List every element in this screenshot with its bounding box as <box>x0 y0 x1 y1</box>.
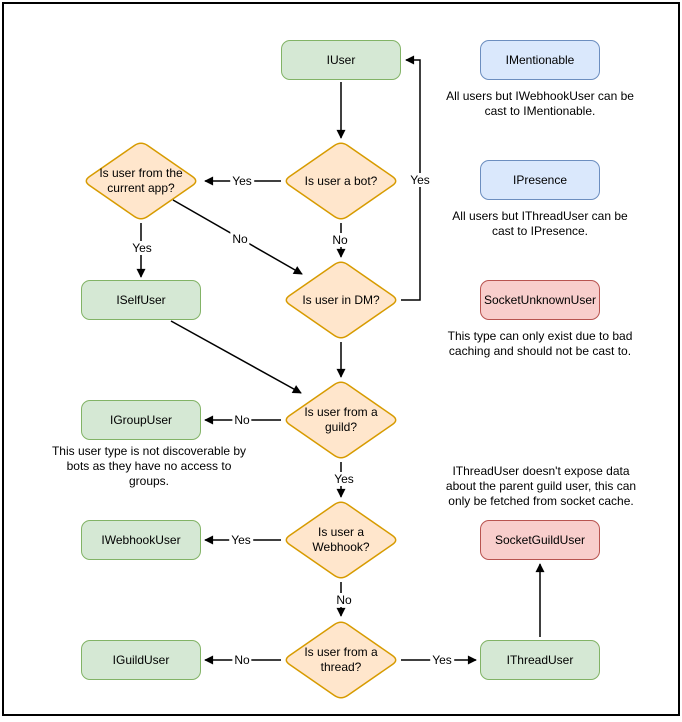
edge-label-guild-to-groupuser: No <box>232 413 252 427</box>
node-imentionable: IMentionable <box>480 40 600 80</box>
edge-label-webhook-to-webhookuser: Yes <box>229 533 253 547</box>
decision-webhook-shape <box>285 501 397 579</box>
edge-label-current-app-to-selfuser: Yes <box>130 241 154 255</box>
node-socketunknownuser: SocketUnknownUser <box>480 280 600 320</box>
node-iguilduser: IGuildUser <box>81 640 201 680</box>
edge-label-thread-to-guilduser: No <box>232 653 252 667</box>
caption-imentionable: All users but IWebhookUser can be cast t… <box>446 89 634 118</box>
decision-bot-label: Is user a bot? <box>304 173 378 188</box>
decision-current-app-label: Is user from the current app? <box>99 166 183 195</box>
decision-current-app-shape <box>85 142 197 220</box>
caption-igroupuser: This user type is not discoverable by bo… <box>51 444 247 488</box>
caption-ithreaduser: IThreadUser doesn't expose data about th… <box>445 464 637 508</box>
decision-guild-label: Is user from a guild? <box>304 405 378 434</box>
edge-label-bot-to-current-app: Yes <box>230 174 254 188</box>
decision-guild-shape <box>285 381 397 459</box>
decision-dm-label: Is user in DM? <box>302 292 380 307</box>
decision-thread-label: Is user from a thread? <box>304 645 378 674</box>
caption-ipresence: All users but IThreadUser can be cast to… <box>452 209 628 238</box>
decision-bot-shape <box>285 142 397 220</box>
node-igroupuser: IGroupUser <box>81 400 201 440</box>
node-iselfuser: ISelfUser <box>81 280 201 320</box>
node-ipresence: IPresence <box>480 160 600 200</box>
edge-selfuser-to-guild <box>170 320 302 394</box>
node-iuser: IUser <box>281 40 401 80</box>
edge-label-thread-to-threaduser: Yes <box>430 653 454 667</box>
decision-thread-shape <box>285 621 397 699</box>
edge-label-guild-to-webhook: Yes <box>332 472 356 486</box>
decision-dm-shape <box>285 261 397 339</box>
decision-webhook-label: Is user a Webhook? <box>312 525 370 554</box>
edge-label-dm-to-iuser: Yes <box>408 173 432 187</box>
edge-label-webhook-to-thread: No <box>334 593 354 607</box>
node-iwebhookuser: IWebhookUser <box>81 520 201 560</box>
caption-socketunknownuser: This type can only exist due to bad cach… <box>447 329 633 358</box>
node-ithreaduser: IThreadUser <box>480 640 600 680</box>
node-socketguilduser: SocketGuildUser <box>480 520 600 560</box>
edge-label-current-app-to-dm: No <box>230 232 250 246</box>
edge-label-bot-to-dm: No <box>330 233 350 247</box>
